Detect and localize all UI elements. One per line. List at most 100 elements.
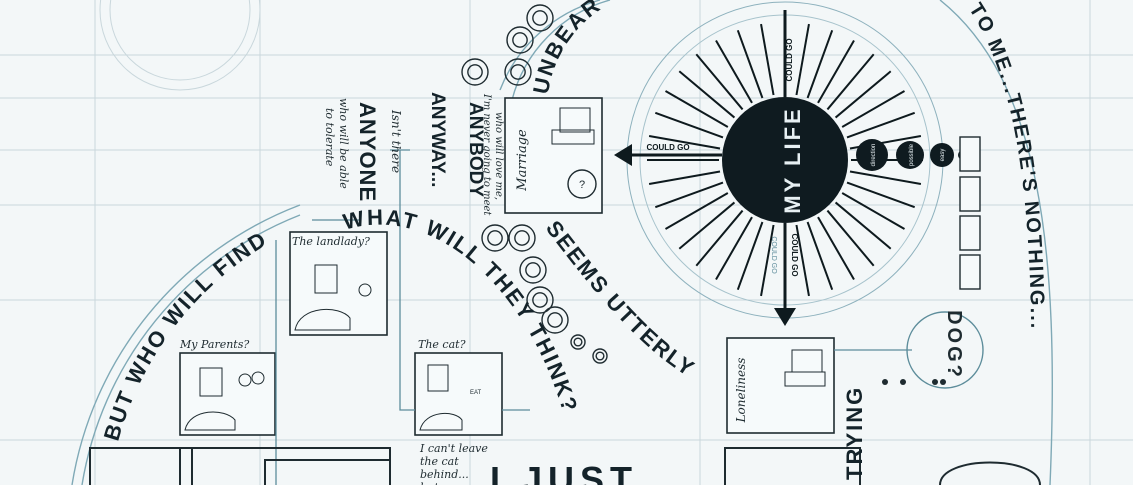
wheel-ray (760, 23, 775, 96)
ring-circle (519, 256, 547, 284)
wheel-ray (795, 23, 810, 96)
wheel-ray (695, 209, 744, 267)
ring-circle (508, 224, 536, 252)
ring-circle (504, 58, 532, 86)
ring-circle (526, 286, 554, 314)
cant-leave-1: I can't leave (419, 442, 488, 455)
wheel-hub (722, 97, 848, 223)
dot-label-easy: easy (940, 149, 946, 162)
dog-circle: DOG? (882, 310, 984, 389)
wheel-ray (678, 201, 736, 250)
anybody-text: ANYBODY (465, 102, 486, 197)
wheel-ray (664, 192, 729, 230)
dot-label-possible: possible (909, 143, 915, 166)
ring-circle (532, 10, 548, 26)
wheel-ray (841, 192, 906, 230)
ring-circle (506, 26, 534, 54)
wheel-ray (806, 29, 834, 99)
ring-circle (481, 224, 509, 252)
ring-circle (525, 262, 541, 278)
dog-label: DOG? (943, 310, 965, 380)
wheel-rays (647, 22, 923, 298)
wheel-ray (826, 53, 875, 111)
wheel-ray (678, 70, 736, 119)
ring-circle (467, 64, 483, 80)
landlady-label: The landlady? (292, 235, 370, 248)
cant-leave-2: the cat (420, 455, 459, 468)
could-go-small: COULD GO (770, 236, 777, 274)
never-going-note: I'm never going to meet (481, 93, 492, 216)
handwritten-notes: Isn't there who will be able to tolerate… (323, 93, 504, 485)
outer-arcs (71, 0, 1053, 485)
wheel-ray (736, 29, 764, 99)
wheel-ray (795, 224, 810, 297)
wheel-ray (806, 221, 834, 291)
loneliness-label: Loneliness (734, 358, 748, 424)
cat-label: The cat? (418, 338, 466, 351)
wheel-ray (664, 90, 729, 128)
direction-dots: direction possible easy (856, 139, 968, 171)
isnt-there-note: Isn't there (389, 109, 403, 173)
wheel-ray (760, 224, 775, 297)
ring-circle (526, 4, 554, 32)
ring-circle (592, 348, 608, 364)
tolerate-note-2: to tolerate (323, 108, 336, 167)
seems-text: SEEMS UTTERLY (541, 216, 700, 382)
could-go-bottom: COULD GO (790, 233, 799, 276)
ring-circle (547, 312, 563, 328)
panel-marriage: ? Marriage (504, 97, 603, 214)
ring-chain (461, 4, 608, 364)
parents-label: My Parents? (179, 338, 249, 351)
connectors (275, 149, 912, 485)
trying-text: TRYING (842, 386, 867, 480)
wheel-ray (846, 111, 916, 139)
wheel-ray (715, 39, 753, 104)
dot-label-direction: direction (871, 144, 877, 167)
ring-circle (541, 306, 569, 334)
panel-parents: My Parents? (179, 338, 276, 436)
life-wheel: MY LIFE COULD GO COULD GO COULD GO COULD… (614, 1, 944, 326)
tolerate-note-1: who will be able (337, 98, 350, 189)
ring-circle (512, 32, 528, 48)
panel-cat: EAT The cat? (414, 338, 503, 436)
ring-circle (573, 337, 583, 347)
wheel-ray (817, 216, 855, 281)
wheel-ray (715, 216, 753, 281)
just-text: I JUST (490, 459, 638, 485)
question-mark-icon: ? (579, 179, 585, 191)
ring-circle (510, 64, 526, 80)
wheel-ray (834, 70, 892, 119)
could-go-left: COULD GO (646, 143, 689, 152)
wheel-center-label: MY LIFE (780, 106, 805, 213)
wheel-ray (834, 201, 892, 250)
marriage-label: Marriage (515, 129, 530, 192)
cant-leave-3: behind... (420, 468, 469, 481)
wheel-ray (654, 111, 724, 139)
small-box-stack (959, 136, 981, 290)
unbearable-text: UNBEAR (528, 0, 606, 96)
panel-loneliness: Loneliness (726, 337, 835, 434)
ring-circle (461, 58, 489, 86)
wheel-ray (817, 39, 855, 104)
cat-eat-label: EAT (470, 390, 482, 396)
could-go-top: COULD GO (785, 38, 794, 81)
love-me-note: who will love me, (493, 112, 504, 200)
anyway-text: ANYWAY... (427, 92, 448, 187)
bottom-boxes (89, 447, 1041, 485)
wheel-ray (841, 90, 906, 128)
wheel-ray (849, 170, 922, 185)
wheel-ray (648, 170, 721, 185)
wheel-ray (654, 181, 724, 209)
wheel-ray (736, 221, 764, 291)
ring-circle (532, 292, 548, 308)
cant-leave-4: but (420, 481, 439, 485)
wheel-ray (846, 181, 916, 209)
ring-circle (595, 351, 605, 361)
ring-circle (570, 334, 586, 350)
ring-circle (514, 230, 530, 246)
wheel-ray (826, 209, 875, 267)
arrow-left-icon (614, 144, 632, 166)
wheel-ray (648, 135, 721, 150)
